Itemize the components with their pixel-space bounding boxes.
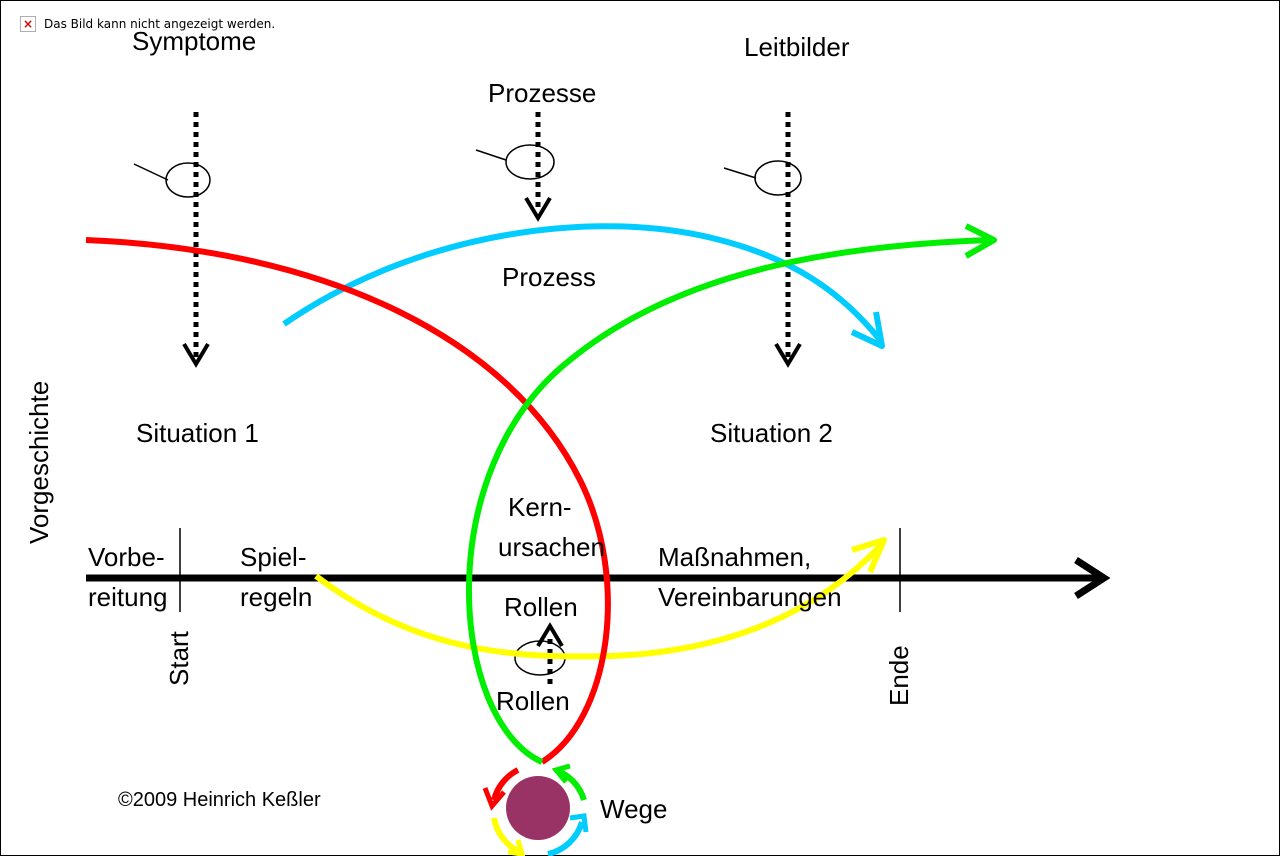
label-symptome: Symptome [132, 26, 256, 56]
broken-image-text: Das Bild kann nicht angezeigt werden. [44, 17, 276, 31]
label-prozesse: Prozesse [488, 78, 596, 108]
label-prozess: Prozess [502, 262, 596, 292]
lens-icon-symptome [133, 162, 211, 198]
red-path [85, 237, 611, 765]
label-ende: Ende [884, 645, 914, 706]
label-vorbereitung-1: Vorbe- [88, 542, 165, 572]
dotted-arrow-leitbilder [774, 112, 802, 368]
dotted-arrow-rollen [536, 622, 564, 684]
label-situation-1: Situation 1 [136, 418, 259, 448]
label-vorbereitung-2: reitung [88, 582, 168, 612]
cyan-path [282, 223, 885, 349]
label-vorgeschichte: Vorgeschichte [24, 381, 54, 544]
timeline-arrow [86, 557, 1111, 599]
label-spielregeln-1: Spiel- [240, 542, 306, 572]
label-spielregeln-2: regeln [240, 582, 312, 612]
label-situation-2: Situation 2 [710, 418, 833, 448]
label-massnahmen-2: Vereinbarungen [658, 582, 842, 612]
label-kernursachen-1: Kern- [508, 492, 572, 522]
label-rollen-bottom: Rollen [496, 686, 570, 716]
wege-hub [482, 763, 589, 856]
yellow-path [314, 537, 887, 660]
broken-image-icon: × [20, 16, 36, 32]
dotted-arrow-symptome [182, 112, 210, 368]
dotted-arrow-prozesse [524, 112, 552, 222]
label-wege: Wege [600, 794, 667, 824]
label-massnahmen-1: Maßnahmen, [658, 542, 811, 572]
label-kernursachen-2: ursachen [498, 532, 605, 562]
green-path [466, 223, 997, 765]
broken-image-placeholder: × Das Bild kann nicht angezeigt werden. [20, 16, 275, 32]
lens-icon-prozesse [475, 144, 555, 180]
lens-icon-leitbilder [723, 160, 802, 196]
label-rollen-top: Rollen [504, 592, 578, 622]
label-copyright: ©2009 Heinrich Keßler [118, 789, 321, 811]
label-start: Start [164, 630, 194, 686]
label-leitbilder: Leitbilder [744, 32, 850, 62]
